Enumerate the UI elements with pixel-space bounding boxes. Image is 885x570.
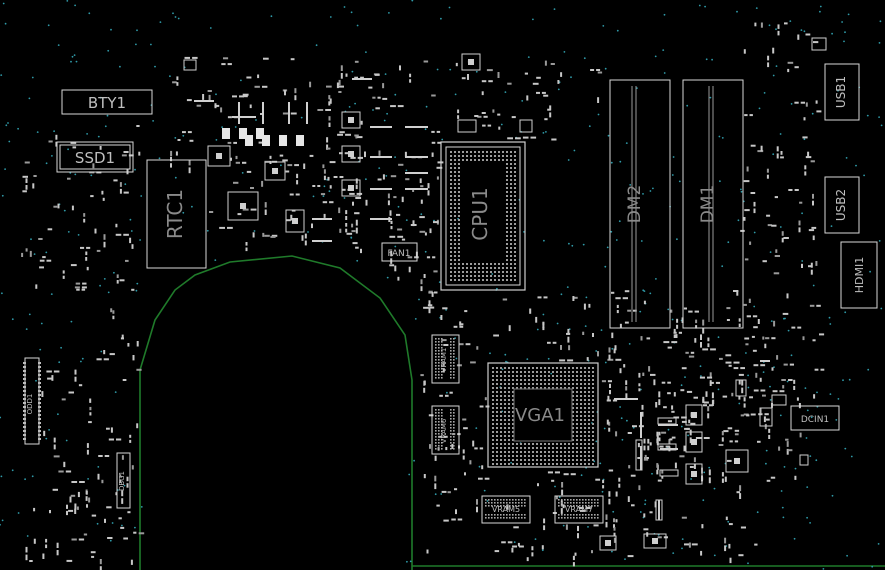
- label-cpu1: CPU1: [468, 187, 492, 240]
- component-dcin1[interactable]: DCIN1: [790, 405, 840, 431]
- component-cpu1[interactable]: CPU1: [440, 141, 526, 291]
- label-vram1: VRAM1: [440, 348, 448, 373]
- label-dbg1: DBG1: [118, 471, 126, 491]
- board-outline: [139, 255, 413, 570]
- component-dm2[interactable]: DM2: [609, 79, 671, 329]
- label-rtc1: RTC1: [163, 189, 187, 239]
- component-bty1[interactable]: BTY1: [61, 89, 153, 115]
- component-vram1[interactable]: VRAM1: [431, 334, 460, 384]
- component-vga1[interactable]: VGA1: [487, 362, 599, 468]
- component-rtc1[interactable]: RTC1: [146, 159, 207, 269]
- label-dm1: DM1: [698, 185, 718, 224]
- smd-pad-field: [21, 22, 825, 570]
- label-fan1: FAN1: [388, 249, 411, 259]
- component-usb2[interactable]: USB2: [824, 176, 860, 234]
- component-usb1[interactable]: USB1: [824, 63, 860, 121]
- label-usb2: USB2: [834, 189, 848, 221]
- label-bty1: BTY1: [88, 94, 126, 112]
- label-odd1: ODD1: [26, 394, 34, 415]
- component-vram5[interactable]: VRAM5: [481, 495, 531, 524]
- misc-ic-outlines: [183, 37, 827, 551]
- label-dcin1: DCIN1: [801, 415, 829, 425]
- component-fan1[interactable]: FAN1: [381, 242, 418, 262]
- component-hdmi1[interactable]: HDMI1: [840, 241, 878, 309]
- label-ssd1: SSD1: [75, 149, 115, 167]
- component-dm1[interactable]: DM1: [682, 79, 744, 329]
- label-usb1: USB1: [834, 76, 848, 108]
- label-dm2: DM2: [625, 185, 645, 224]
- label-vga1: VGA1: [515, 405, 565, 426]
- component-dbg1[interactable]: DBG1: [116, 452, 131, 509]
- label-vram5: VRAM5: [492, 505, 520, 514]
- label-vram7: VRAM7: [565, 505, 593, 514]
- component-vram7[interactable]: VRAM7: [554, 495, 604, 524]
- component-ssd1[interactable]: SSD1: [56, 141, 134, 173]
- component-odd1[interactable]: ODD1: [23, 357, 41, 445]
- component-vram6[interactable]: VRAM6: [431, 405, 460, 455]
- label-vram6: VRAM6: [440, 418, 448, 443]
- label-hdmi1: HDMI1: [853, 257, 866, 293]
